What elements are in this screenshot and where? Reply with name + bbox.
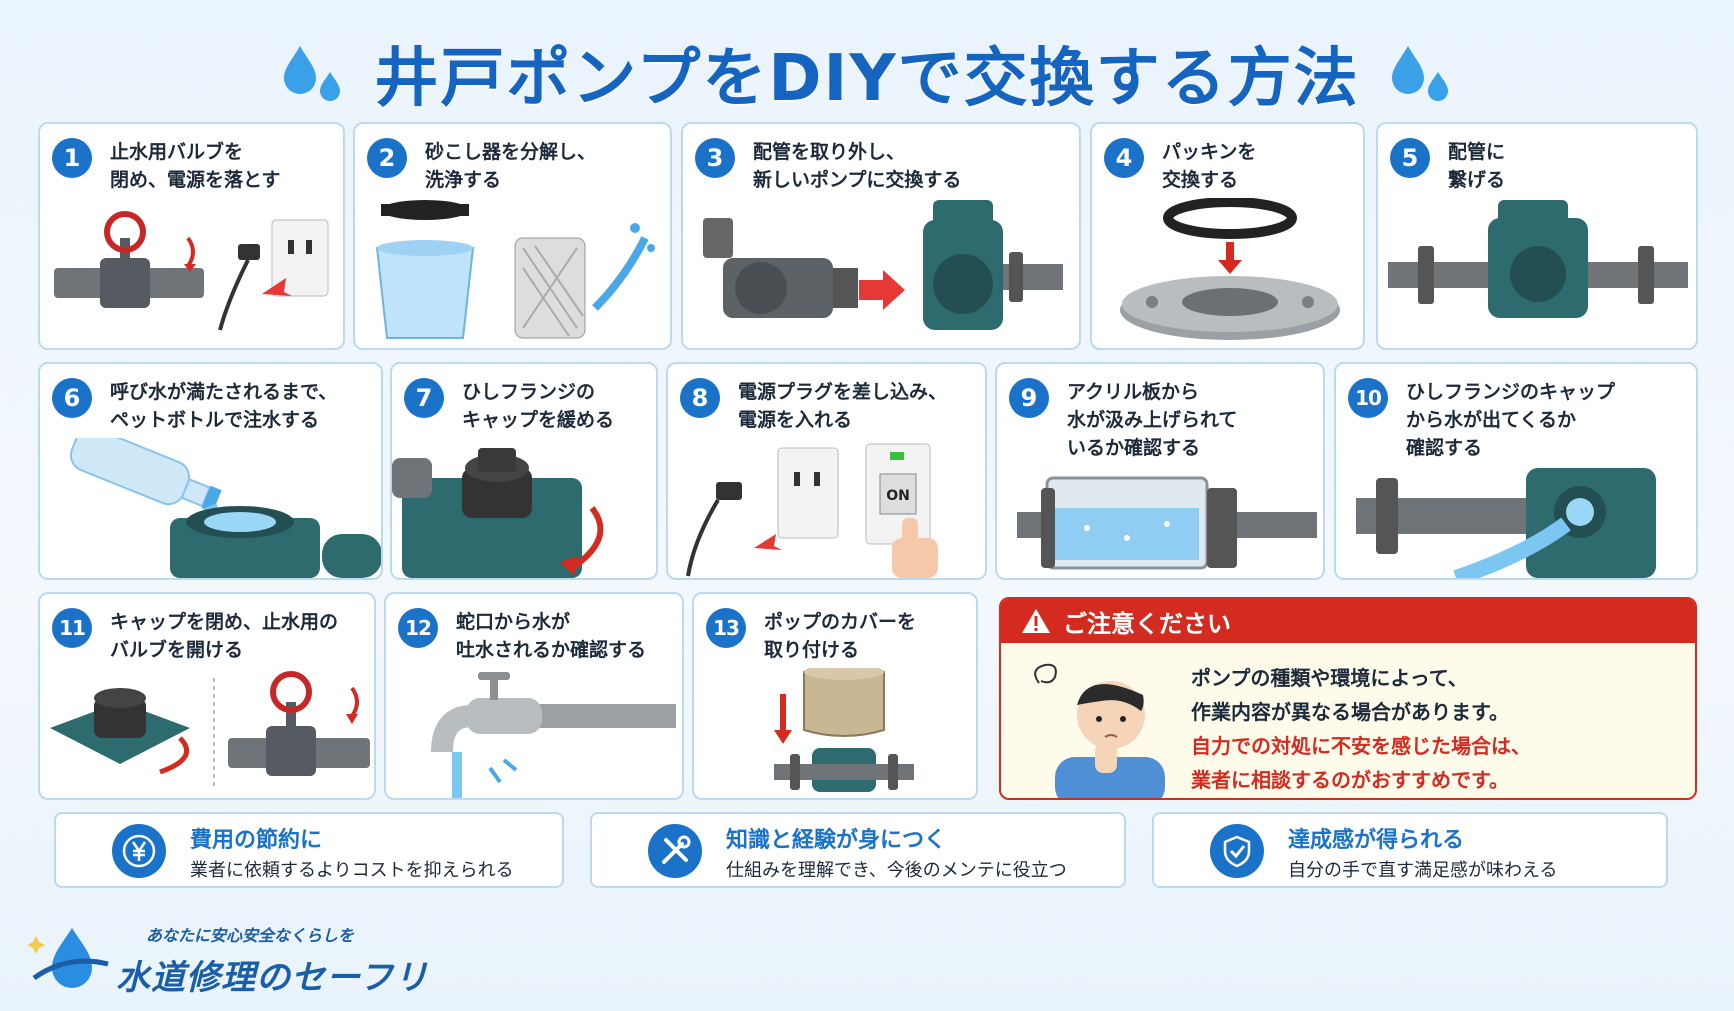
step-number: 6: [52, 378, 92, 418]
step-label: ひしフランジのキャップ から水が出てくるか 確認する: [1406, 381, 1616, 459]
caution-header: ご注意ください: [1001, 599, 1695, 643]
step-number: 12: [398, 608, 438, 648]
step-number: 7: [404, 378, 444, 418]
step-card-7: 7 ひしフランジの キャップを緩める: [390, 362, 658, 580]
benefit-description: 業者に依頼するよりコストを抑えられる: [190, 860, 514, 881]
step-label: キャップを閉め、止水用の バルブを開ける: [110, 611, 339, 661]
step-card-11: 11 キャップを閉め、止水用の バルブを開ける: [38, 592, 376, 800]
caution-line: ポンプの種類や環境によって、: [1191, 666, 1468, 690]
step-card-9: 9 アクリル板から 水が汲み上げられて いるか確認する: [995, 362, 1325, 580]
step-label: 配管に 繋げる: [1448, 141, 1506, 191]
strainer-illustration: [375, 200, 655, 339]
step-card-6: 6 呼び水が満たされるまで、 ペットボトルで注水する: [38, 362, 383, 580]
caution-panel: ご注意ください ポンプの種類や環境によって、 作業内容が異なる場合があります。 …: [999, 597, 1697, 800]
step-label: 呼び水が満たされるまで、 ペットボトルで注水する: [110, 381, 338, 431]
page-title: 井戸ポンプをDIYで交換する方法: [374, 42, 1360, 116]
step-number: 5: [1390, 138, 1430, 178]
benefit-description: 仕組みを理解でき、今後のメンテに役立つ: [726, 860, 1067, 881]
benefit-title: 知識と経験が身につく: [726, 828, 947, 853]
warning-icon: [1022, 609, 1050, 633]
step-label: アクリル板から 水が汲み上げられて いるか確認する: [1067, 381, 1238, 459]
power-on-illustration: ON: [686, 443, 938, 578]
step-number: 9: [1009, 378, 1049, 418]
shield-check-icon: [1210, 824, 1264, 878]
step-label: 電源プラグを差し込み、 電源を入れる: [738, 381, 948, 431]
step-number: 10: [1348, 378, 1388, 418]
tools-icon: [648, 824, 702, 878]
bottle-pouring-illustration: [69, 438, 381, 578]
step-number: 11: [52, 608, 92, 648]
brand-name: 水道修理のセーフリー: [116, 958, 429, 1011]
benefit-knowledge: 知識と経験が身につく 仕組みを理解でき、今後のメンテに役立つ: [590, 812, 1126, 888]
water-drop-logo-icon: [28, 928, 109, 988]
header: 井戸ポンプをDIYで交換する方法: [0, 28, 1734, 118]
flange-water-illustration: [1356, 468, 1656, 578]
benefit-description: 自分の手で直す満足感が味わえる: [1288, 860, 1558, 881]
step-number: 1: [52, 138, 92, 178]
step-label: ポップのカバーを 取り付ける: [764, 611, 917, 661]
step-number: 4: [1104, 138, 1144, 178]
step-card-13: 13 ポップのカバーを 取り付ける: [692, 592, 978, 800]
pump-cover-illustration: [774, 668, 914, 792]
step-card-12: 12 蛇口から水が 吐水されるか確認する: [384, 592, 684, 800]
gasket-illustration: [1120, 198, 1340, 340]
step-card-8: 8 電源プラグを差し込み、 電源を入れる ON: [666, 362, 987, 580]
brand-tagline: あなたに安心安全なくらしを: [146, 926, 355, 945]
step-label: 配管を取り外し、 新しいポンプに交換する: [753, 141, 962, 191]
step-label: ひしフランジの キャップを緩める: [462, 381, 615, 431]
step-card-4: 4 パッキンを 交換する: [1090, 122, 1365, 350]
step-number: 3: [695, 138, 735, 178]
switch-label: ON: [886, 488, 910, 504]
flange-cap-illustration: [392, 448, 604, 578]
step-label: 止水用バルブを 閉め、電源を落とす: [110, 141, 281, 191]
step-label: パッキンを 交換する: [1162, 141, 1257, 191]
benefit-title: 費用の節約に: [190, 828, 323, 853]
step-card-10: 10 ひしフランジのキャップ から水が出てくるか 確認する: [1334, 362, 1698, 580]
caution-title: ご注意ください: [1063, 609, 1231, 638]
benefit-cost-saving: 費用の節約に 業者に依頼するよりコストを抑えられる: [54, 812, 564, 888]
caution-line-emphasis: 業者に相談するのがおすすめです。: [1191, 768, 1509, 792]
step-card-3: 3 配管を取り外し、 新しいポンプに交換する: [681, 122, 1081, 350]
water-drop-icon: [1386, 38, 1456, 108]
caution-line: 作業内容が異なる場合があります。: [1191, 700, 1509, 724]
step-number: 13: [706, 608, 746, 648]
pipe-connect-illustration: [1388, 200, 1688, 318]
step-number: 8: [680, 378, 720, 418]
acrylic-window-illustration: [1017, 476, 1317, 570]
step-card-5: 5 配管に 繋げる: [1376, 122, 1698, 350]
pump-replace-illustration: [703, 200, 1063, 330]
step-label: 砂こし器を分解し、 洗浄する: [425, 141, 597, 191]
caution-line-emphasis: 自力での対処に不安を感じた場合は、: [1191, 734, 1531, 758]
step-card-1: 1 止水用バルブを 閉め、電源を落とす: [38, 122, 345, 350]
faucet-illustration: [431, 672, 676, 798]
step-number: 2: [367, 138, 407, 178]
benefit-achievement: 達成感が得られる 自分の手で直す満足感が味わえる: [1152, 812, 1668, 888]
worried-man-illustration: [1034, 663, 1165, 798]
caution-text: ポンプの種類や環境によって、 作業内容が異なる場合があります。 自力での対処に不…: [1191, 661, 1531, 797]
benefit-title: 達成感が得られる: [1288, 828, 1465, 853]
valve-and-plug-illustration: [54, 211, 329, 331]
water-drop-icon: [278, 38, 348, 108]
step-label: 蛇口から水が 吐水されるか確認する: [456, 611, 647, 661]
cap-and-valve-illustration: [50, 671, 370, 788]
brand-logo: あなたに安心安全なくらしを 水道修理のセーフリー: [28, 920, 448, 1011]
yen-icon: [112, 824, 166, 878]
step-card-2: 2 砂こし器を分解し、 洗浄する: [353, 122, 672, 350]
